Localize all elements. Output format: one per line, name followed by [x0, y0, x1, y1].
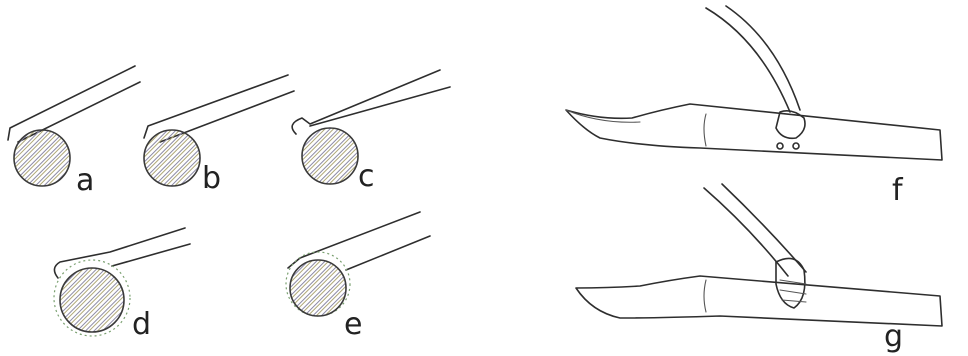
- joint-g: [704, 280, 706, 312]
- panel-f: f: [566, 6, 942, 208]
- cross-section-b: [144, 130, 200, 186]
- panel-a: a: [8, 66, 140, 198]
- panel-e: e: [286, 212, 430, 342]
- panel-d: d: [54, 228, 190, 342]
- label-b: b: [202, 161, 221, 196]
- rod-c: [292, 70, 450, 134]
- label-g: g: [884, 319, 903, 354]
- panel-g: g: [576, 184, 942, 354]
- joint-f: [704, 114, 706, 146]
- shaft-f: [566, 104, 942, 160]
- knot-left-f: [777, 143, 783, 149]
- cross-section-c: [302, 128, 358, 184]
- cross-section-a: [14, 130, 70, 186]
- panel-c: c: [292, 70, 450, 194]
- panel-b: b: [144, 75, 294, 196]
- label-e: e: [344, 307, 362, 342]
- label-f: f: [892, 173, 904, 208]
- label-c: c: [358, 159, 375, 194]
- label-d: d: [132, 307, 151, 342]
- cross-section-d: [60, 268, 124, 332]
- rod-a: [8, 66, 140, 142]
- handle-f: [706, 6, 800, 112]
- cross-section-e: [290, 260, 346, 316]
- label-a: a: [76, 163, 94, 198]
- rod-d: [54, 228, 190, 278]
- handle-g: [704, 184, 806, 276]
- knot-right-f: [793, 143, 799, 149]
